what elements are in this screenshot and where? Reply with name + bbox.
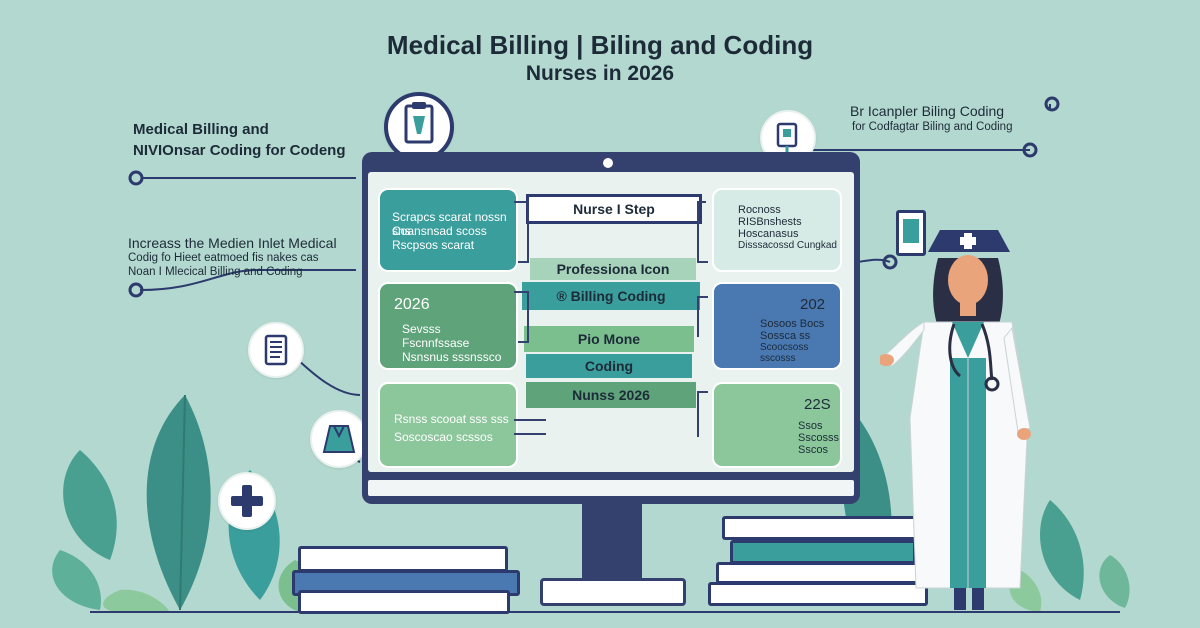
left-label-mid-3: Noan I Mlecical Billing and Coding [128, 266, 303, 278]
webcam-icon [603, 158, 613, 168]
panel-text: RISBnshests [738, 216, 802, 228]
panel-text: Rocnoss [738, 204, 781, 216]
book-stack-left-top [298, 546, 508, 572]
panel-text: Soscoscao scssos [394, 430, 493, 444]
connector-node [128, 170, 144, 186]
tablet-screen [903, 219, 919, 243]
panel-text: Ssos [798, 420, 823, 432]
panel-text: Rscpsos scarat [392, 238, 475, 252]
ribbon-coding: Coding [526, 354, 692, 378]
panel-year: 202 [800, 296, 826, 313]
medical-cross-icon [218, 472, 276, 530]
document-icon [248, 322, 304, 378]
clipboard-icon [384, 92, 454, 162]
panel-text: Sevsss [402, 322, 441, 336]
panel-text: Hoscanasus [738, 228, 799, 240]
left-label-top-1: Medical Billing and [133, 121, 269, 138]
gown-icon [310, 410, 368, 468]
left-label-mid-2: Codig fo Hieet eatmoed fis nakes cas [128, 252, 319, 264]
panel-year: 22S [804, 396, 831, 413]
screen-panel-right-1: Rocnoss RISBnshests Hoscanasus Disssacos… [712, 188, 842, 272]
screen-panel-right-2: 202 Sosoos Bocs Sossca ss Scoocsoss ssco… [712, 282, 842, 370]
panel-text: Coansnsad scoss [392, 224, 487, 238]
main-title-line2: Nurses in 2026 [525, 62, 675, 85]
nurse-figure [880, 230, 1031, 610]
ribbon-nurses-2026: Nunss 2026 [526, 382, 696, 408]
panel-text: Nsnsnus sssnssco [402, 350, 502, 364]
left-label-mid-1: Increass the Medien Inlet Medical [128, 235, 337, 251]
panel-text: Sossca ss [760, 330, 811, 342]
book-stack-right-4 [708, 582, 928, 606]
connector-node [128, 282, 144, 298]
ribbon-billing-coding: ® Billing Coding [522, 282, 700, 310]
monitor-neck [582, 504, 642, 584]
panel-year: 2026 [394, 296, 430, 313]
screen-panel-left-1: Scrapcs scarat nossn sns Coansnsad scoss… [378, 188, 518, 272]
panel-text: Sscos [798, 444, 828, 456]
monitor-base [540, 578, 686, 606]
ribbon-nurse-step: Nurse I Step [526, 194, 702, 224]
right-label-1: Br Icanpler Biling Coding [850, 103, 1005, 119]
monitor-bezel [368, 480, 854, 496]
panel-text: Sosoos Bocs [760, 318, 825, 330]
left-label-top-2: NIVIOnsar Coding for Codeng [133, 142, 346, 159]
panel-text: Disssacossd Cungkad [738, 240, 837, 251]
screen-panel-right-3: 22S Ssos Sscosss Sscos [712, 382, 842, 468]
connector-node [1022, 142, 1038, 158]
screen-panel-left-2: 2026 Sevsss Fscnnfssase Nsnsnus sssnssco [378, 282, 518, 370]
right-label-2: for Codfagtar Biling and Coding [852, 121, 1013, 133]
screen-arrows [514, 201, 708, 437]
panel-text: Scoocsoss sscosss [760, 342, 809, 364]
ribbon-pio-mone: Pio Mone [524, 326, 694, 352]
panel-text: Sscosss [798, 432, 839, 444]
panel-text: Scrapcs scarat nossn sns [392, 210, 507, 238]
ribbon-professional-icon: Professiona Icon [530, 258, 696, 280]
book-stack-left-bottom [298, 590, 510, 614]
connector-node [882, 254, 898, 270]
main-title-line1: Medical Billing | Biling and Coding [386, 30, 814, 60]
screen-panel-left-3: Rsnss scooat sss sss Soscoscao scssos [378, 382, 518, 468]
connector-node [1044, 96, 1060, 112]
panel-text: Fscnnfssase [402, 336, 470, 350]
panel-text: Rsnss scooat sss sss [394, 412, 509, 426]
tablet-icon [896, 210, 926, 256]
